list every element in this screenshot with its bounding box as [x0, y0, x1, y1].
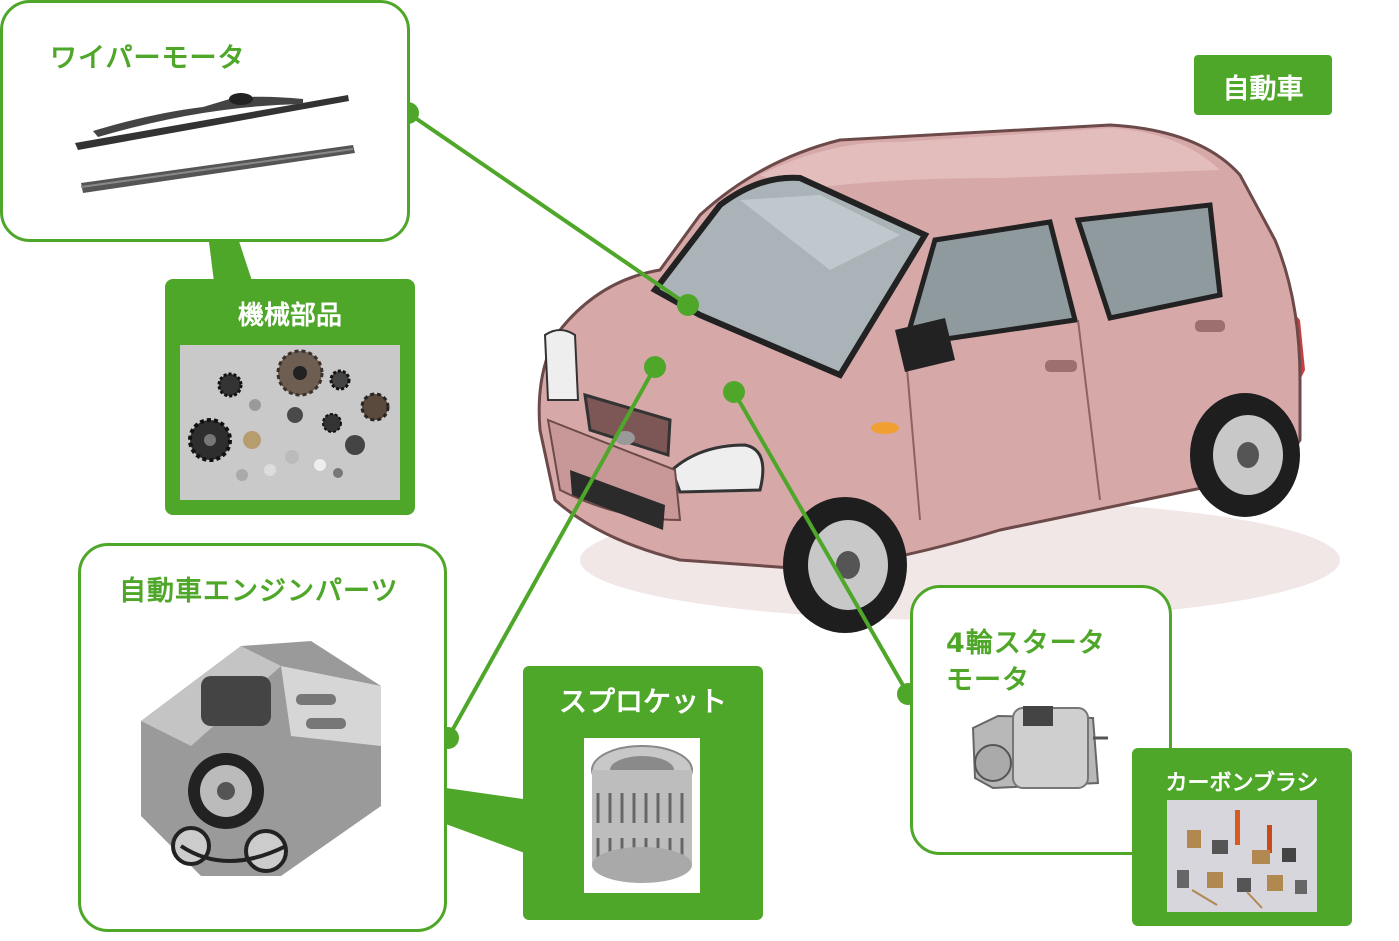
emblem — [615, 431, 635, 445]
door-handle-front — [1045, 360, 1077, 372]
starter-motor-title-line1: 4輪スタータ — [946, 628, 1106, 659]
wiper-blade-image — [75, 93, 355, 193]
connector-lines — [406, 111, 910, 739]
wiper-motor-callout: ワイパーモータ — [0, 0, 410, 242]
engine-image — [141, 641, 381, 876]
carbon-brush-callout: カーボンブラシ — [1132, 748, 1352, 926]
starter-motor-title-line2: モータ — [946, 665, 1030, 696]
windshield-glare — [740, 195, 900, 270]
engine-parts-callout: 自動車エンジンパーツ — [78, 543, 447, 932]
front-side-window — [901, 219, 1079, 349]
mechanical-parts-title: 機械部品 — [237, 301, 342, 331]
side-marker — [871, 422, 899, 434]
headlight-right — [670, 443, 765, 494]
sprocket-photo — [584, 738, 700, 893]
lower-grille — [570, 470, 665, 530]
engine-parts-title: 自動車エンジンパーツ — [119, 576, 399, 607]
starter-motor-callout: 4輪スタータ モータ — [910, 585, 1172, 855]
front-wheel — [783, 497, 907, 633]
car-tag-label: 自動車 — [1222, 74, 1304, 105]
sprocket-title: スプロケット — [558, 685, 727, 718]
mechanical-parts-photo — [180, 345, 400, 500]
starter-motor-image — [971, 706, 1108, 790]
mechanical-parts-callout: 機械部品 — [165, 279, 415, 515]
grille — [583, 392, 672, 458]
carbon-brush-photo — [1167, 800, 1317, 912]
door-handle-rear — [1195, 320, 1225, 332]
door-line-front — [904, 344, 921, 521]
side-mirror — [895, 318, 955, 372]
car-illustration — [537, 123, 1305, 633]
carbon-brush-title: カーボンブラシ — [1165, 771, 1319, 796]
rear-wheel — [1190, 393, 1300, 517]
car-tag: 自動車 — [1194, 55, 1332, 115]
door-line-rear — [1077, 319, 1101, 501]
car-roof — [760, 128, 1220, 190]
headlight-left — [543, 329, 580, 401]
rear-side-window — [1074, 202, 1223, 321]
sprocket-callout: スプロケット — [523, 666, 763, 920]
wiper-motor-title: ワイパーモータ — [50, 43, 246, 74]
